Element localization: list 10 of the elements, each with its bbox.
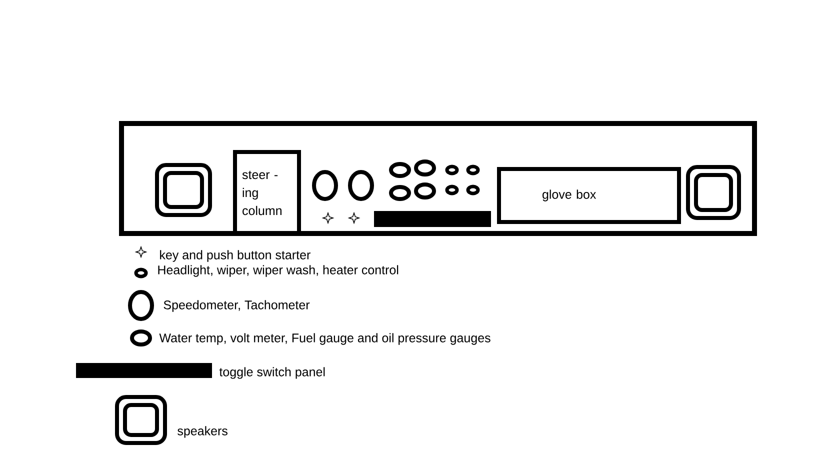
text-box: glove box <box>497 167 681 224</box>
legend-text: Speedometer, Tachometer <box>164 300 310 312</box>
legend-text: speakers <box>178 426 228 438</box>
text-box: steer - ing column <box>233 150 301 236</box>
legend-text: Water temp, volt meter, Fuel gauge and oil pressure gauges <box>159 333 490 345</box>
frame-box <box>119 121 757 236</box>
legend-text: toggle switch panel <box>219 367 325 379</box>
legend-text: Headlight, wiper, wiper wash, heater control <box>158 265 398 277</box>
filled-bar <box>374 211 491 227</box>
legend-text: key and push button starter <box>160 250 310 262</box>
